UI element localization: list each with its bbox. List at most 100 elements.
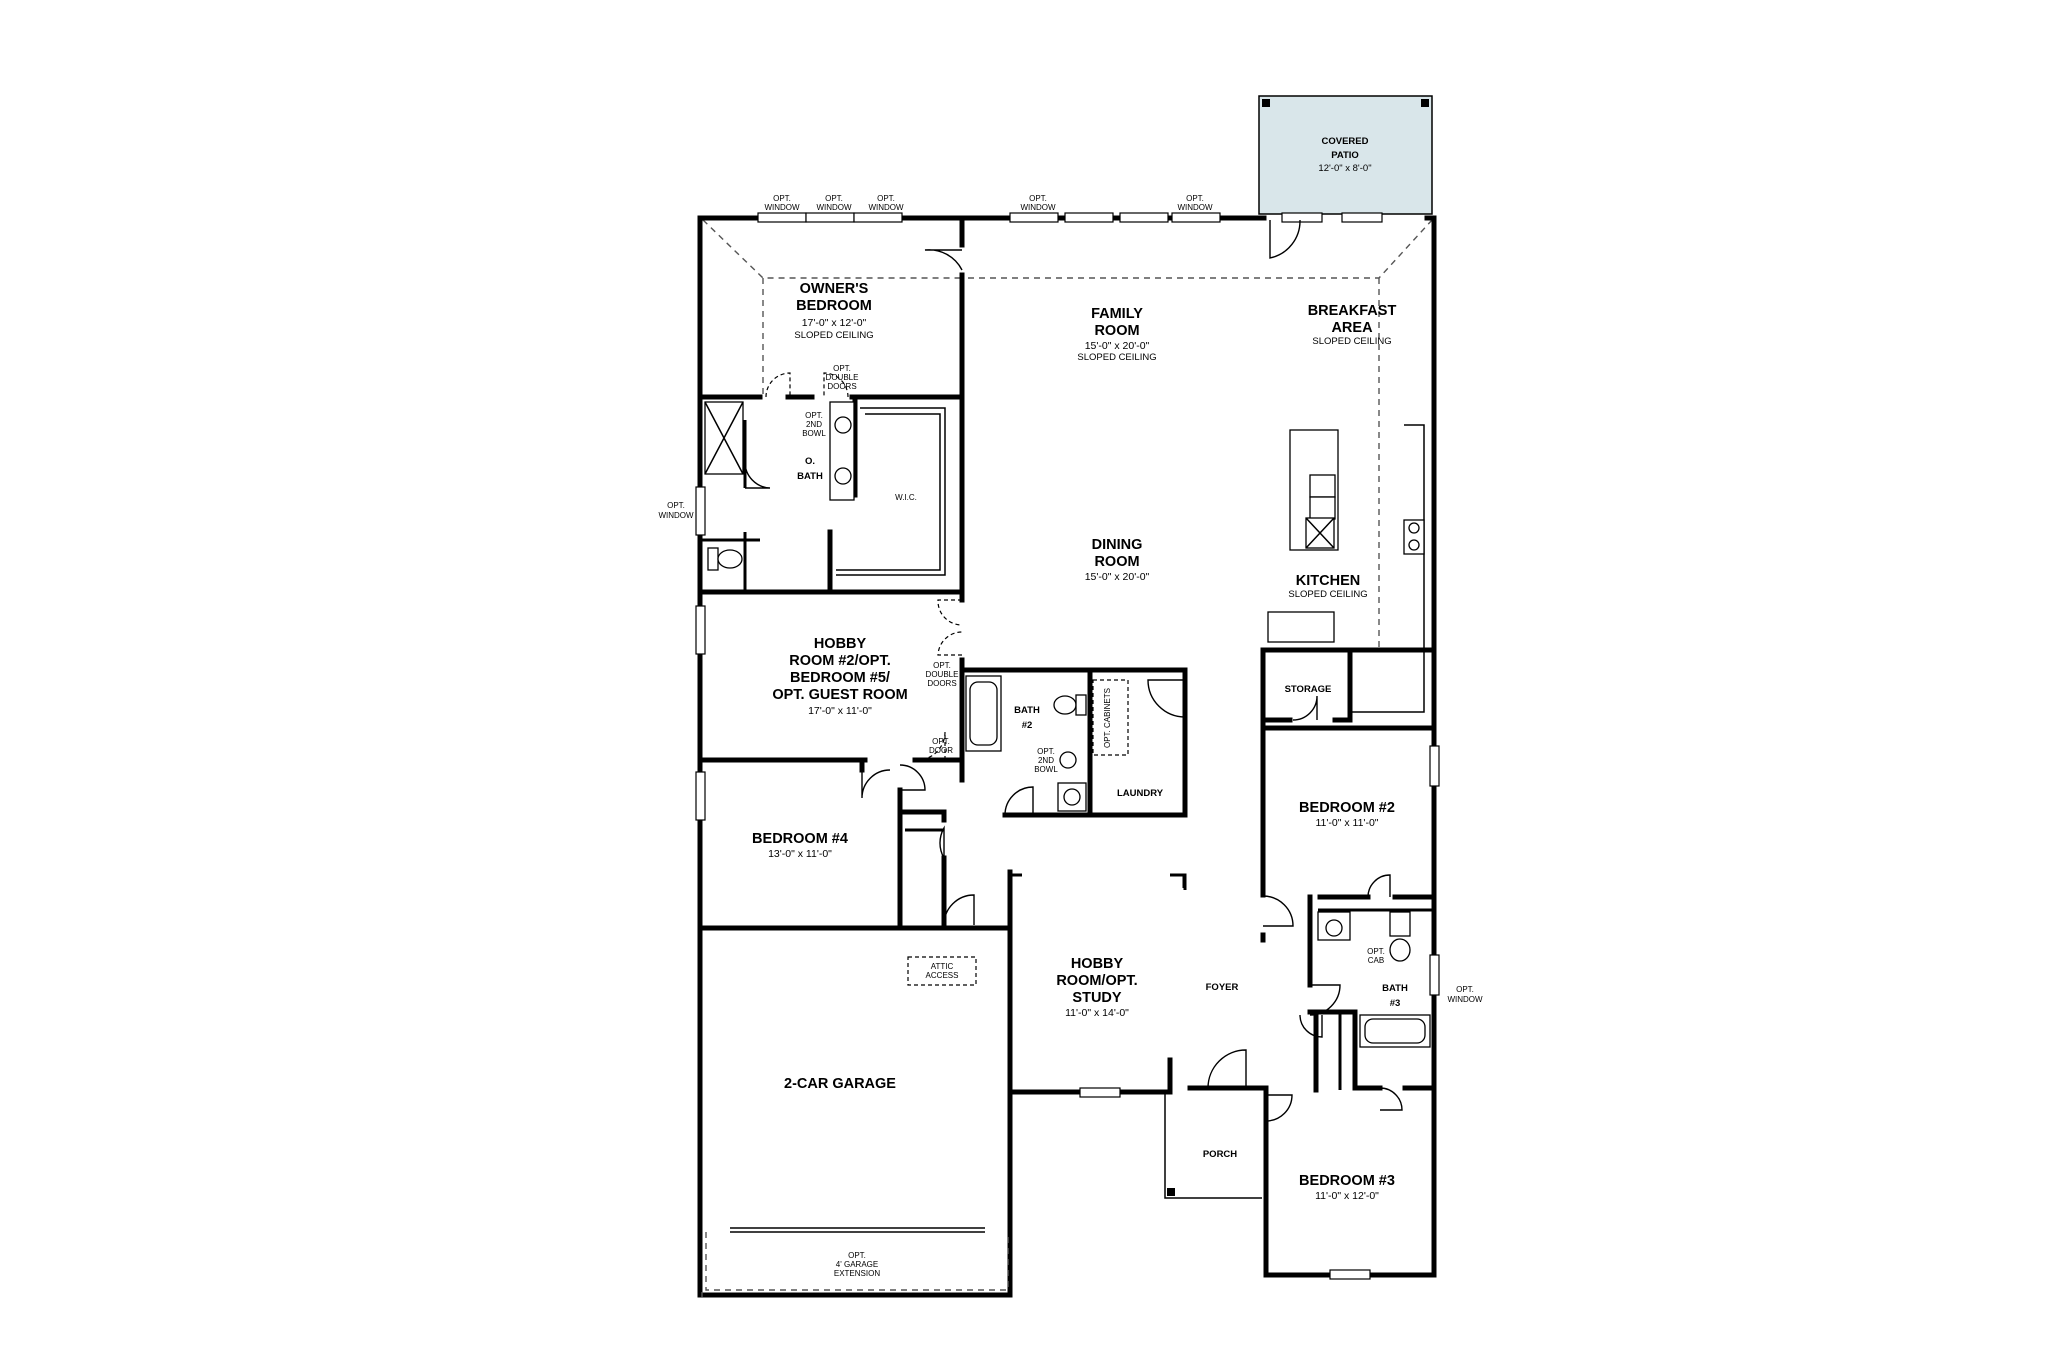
svg-text:SLOPED CEILING: SLOPED CEILING bbox=[794, 330, 873, 341]
opt-window-right: OPT. WINDOW bbox=[1447, 985, 1483, 1004]
svg-text:ROOM: ROOM bbox=[1094, 323, 1139, 339]
foyer-label: FOYER bbox=[1206, 982, 1239, 993]
svg-text:HOBBY: HOBBY bbox=[814, 636, 867, 652]
owners-bedroom-label: OWNER'S BEDROOM 17'-0" x 12'-0" SLOPED C… bbox=[794, 281, 873, 341]
svg-text:#2: #2 bbox=[1022, 720, 1033, 731]
breakfast-area-label: BREAKFAST AREA SLOPED CEILING bbox=[1308, 303, 1397, 347]
opt-2nd-bowl-owner: OPT. 2ND BOWL bbox=[802, 411, 826, 438]
bedroom-2-label: BEDROOM #2 11'-0" x 11'-0" bbox=[1299, 800, 1395, 829]
svg-text:2ND: 2ND bbox=[1038, 756, 1054, 765]
covered-patio-label: COVERED PATIO 12'-0" x 8'-0" bbox=[1318, 136, 1371, 174]
svg-text:OPT.: OPT. bbox=[932, 737, 950, 746]
svg-text:DOUBLE: DOUBLE bbox=[926, 670, 959, 679]
svg-text:OPT.: OPT. bbox=[825, 194, 843, 203]
option-labels: OPT. WINDOW OPT. WINDOW OPT. WINDOW OPT.… bbox=[658, 194, 1483, 1278]
svg-text:WINDOW: WINDOW bbox=[816, 203, 852, 212]
bedroom-4-label: BEDROOM #4 13'-0" x 11'-0" bbox=[752, 831, 848, 860]
garage-extension bbox=[701, 1227, 1009, 1297]
opt-double-doors-owner: OPT. DOUBLE DOORS bbox=[826, 364, 859, 391]
svg-text:BATH: BATH bbox=[1382, 983, 1408, 994]
svg-text:OPT.: OPT. bbox=[1037, 747, 1055, 756]
svg-text:ACCESS: ACCESS bbox=[926, 971, 959, 980]
svg-text:BEDROOM: BEDROOM bbox=[796, 298, 872, 314]
svg-text:FAMILY: FAMILY bbox=[1091, 306, 1143, 322]
svg-text:OPT.: OPT. bbox=[833, 364, 851, 373]
svg-text:BATH: BATH bbox=[1014, 705, 1040, 716]
svg-text:ATTIC: ATTIC bbox=[931, 962, 954, 971]
svg-text:17'-0" x 11'-0": 17'-0" x 11'-0" bbox=[808, 705, 872, 717]
hobby-room-2-label: HOBBY ROOM #2/OPT. BEDROOM #5/ OPT. GUES… bbox=[772, 636, 907, 717]
fixtures bbox=[704, 401, 1431, 1048]
svg-text:OPT.: OPT. bbox=[877, 194, 895, 203]
svg-text:OPT.: OPT. bbox=[933, 661, 951, 670]
svg-text:HOBBY: HOBBY bbox=[1071, 956, 1124, 972]
svg-text:OPT.: OPT. bbox=[1456, 985, 1474, 994]
svg-text:WINDOW: WINDOW bbox=[764, 203, 800, 212]
dining-room-label: DINING ROOM 15'-0" x 20'-0" bbox=[1085, 537, 1150, 583]
svg-text:DOORS: DOORS bbox=[927, 679, 956, 688]
svg-text:OPT.: OPT. bbox=[667, 501, 685, 510]
svg-text:11'-0" x 11'-0": 11'-0" x 11'-0" bbox=[1315, 817, 1378, 829]
svg-text:OPT. GUEST ROOM: OPT. GUEST ROOM bbox=[772, 687, 907, 703]
svg-text:OPT.: OPT. bbox=[773, 194, 791, 203]
bedroom-3-label: BEDROOM #3 11'-0" x 12'-0" bbox=[1299, 1173, 1395, 1202]
room-labels: COVERED PATIO 12'-0" x 8'-0" OWNER'S BED… bbox=[752, 136, 1408, 1202]
bath-3-label: BATH #3 bbox=[1382, 983, 1408, 1009]
opt-window-top-5: OPT. WINDOW bbox=[1177, 194, 1213, 212]
svg-text:STUDY: STUDY bbox=[1072, 990, 1121, 1006]
svg-text:CAB: CAB bbox=[1368, 956, 1384, 965]
svg-text:DOORS: DOORS bbox=[827, 382, 856, 391]
opt-2nd-bowl-bath2: OPT. 2ND BOWL bbox=[1034, 747, 1058, 774]
svg-text:ROOM/OPT.: ROOM/OPT. bbox=[1056, 973, 1137, 989]
svg-text:11'-0" x 12'-0": 11'-0" x 12'-0" bbox=[1315, 1190, 1379, 1202]
svg-text:SLOPED CEILING: SLOPED CEILING bbox=[1077, 352, 1156, 363]
storage-label: STORAGE bbox=[1285, 684, 1332, 695]
svg-text:#3: #3 bbox=[1390, 998, 1401, 1009]
foyer-corner-marks bbox=[1010, 873, 1186, 888]
porch-label: PORCH bbox=[1203, 1149, 1237, 1160]
garage-label: 2-CAR GARAGE bbox=[784, 1076, 896, 1092]
covered-patio bbox=[1258, 95, 1433, 215]
doors bbox=[744, 219, 1403, 1122]
svg-text:AREA: AREA bbox=[1331, 320, 1373, 336]
svg-text:OPT.: OPT. bbox=[848, 1251, 866, 1260]
svg-text:13'-0" x 11'-0": 13'-0" x 11'-0" bbox=[768, 848, 832, 860]
wic-label: W.I.C. bbox=[895, 493, 917, 502]
svg-text:BEDROOM #5/: BEDROOM #5/ bbox=[790, 670, 890, 686]
svg-text:OWNER'S: OWNER'S bbox=[800, 281, 869, 297]
svg-text:BEDROOM #4: BEDROOM #4 bbox=[752, 831, 848, 847]
svg-text:OPT.: OPT. bbox=[1029, 194, 1047, 203]
porch bbox=[1164, 1092, 1262, 1199]
svg-text:EXTENSION: EXTENSION bbox=[834, 1269, 880, 1278]
svg-text:COVERED: COVERED bbox=[1322, 136, 1369, 147]
svg-text:2ND: 2ND bbox=[806, 420, 822, 429]
svg-text:OPT.: OPT. bbox=[805, 411, 823, 420]
windows bbox=[695, 212, 1440, 1280]
svg-text:OPT.: OPT. bbox=[1367, 947, 1385, 956]
laundry-label: LAUNDRY bbox=[1117, 788, 1164, 799]
svg-text:BEDROOM #2: BEDROOM #2 bbox=[1299, 800, 1395, 816]
owners-bath-label: O. BATH bbox=[797, 456, 823, 482]
svg-text:WINDOW: WINDOW bbox=[1020, 203, 1056, 212]
svg-text:BEDROOM #3: BEDROOM #3 bbox=[1299, 1173, 1395, 1189]
opt-cabinets: OPT. CABINETS bbox=[1103, 688, 1112, 748]
bath-2-label: BATH #2 bbox=[1014, 705, 1040, 731]
svg-text:WINDOW: WINDOW bbox=[658, 511, 694, 520]
opt-window-top-3: OPT. WINDOW bbox=[868, 194, 904, 212]
svg-text:SLOPED CEILING: SLOPED CEILING bbox=[1312, 336, 1391, 347]
svg-text:PATIO: PATIO bbox=[1331, 150, 1359, 161]
opt-door: OPT. DOOR bbox=[929, 737, 953, 755]
svg-text:O.: O. bbox=[805, 456, 815, 467]
svg-text:OPT.: OPT. bbox=[1186, 194, 1204, 203]
svg-text:BREAKFAST: BREAKFAST bbox=[1308, 303, 1397, 319]
svg-text:KITCHEN: KITCHEN bbox=[1296, 573, 1360, 589]
svg-text:WINDOW: WINDOW bbox=[1177, 203, 1213, 212]
opt-window-top-2: OPT. WINDOW bbox=[816, 194, 852, 212]
svg-text:4' GARAGE: 4' GARAGE bbox=[836, 1260, 878, 1269]
svg-text:DOOR: DOOR bbox=[929, 746, 953, 755]
svg-text:ROOM: ROOM bbox=[1094, 554, 1139, 570]
sloped-ceiling-outlines bbox=[702, 219, 1433, 650]
family-room-label: FAMILY ROOM 15'-0" x 20'-0" SLOPED CEILI… bbox=[1077, 306, 1156, 363]
svg-text:DOUBLE: DOUBLE bbox=[826, 373, 859, 382]
